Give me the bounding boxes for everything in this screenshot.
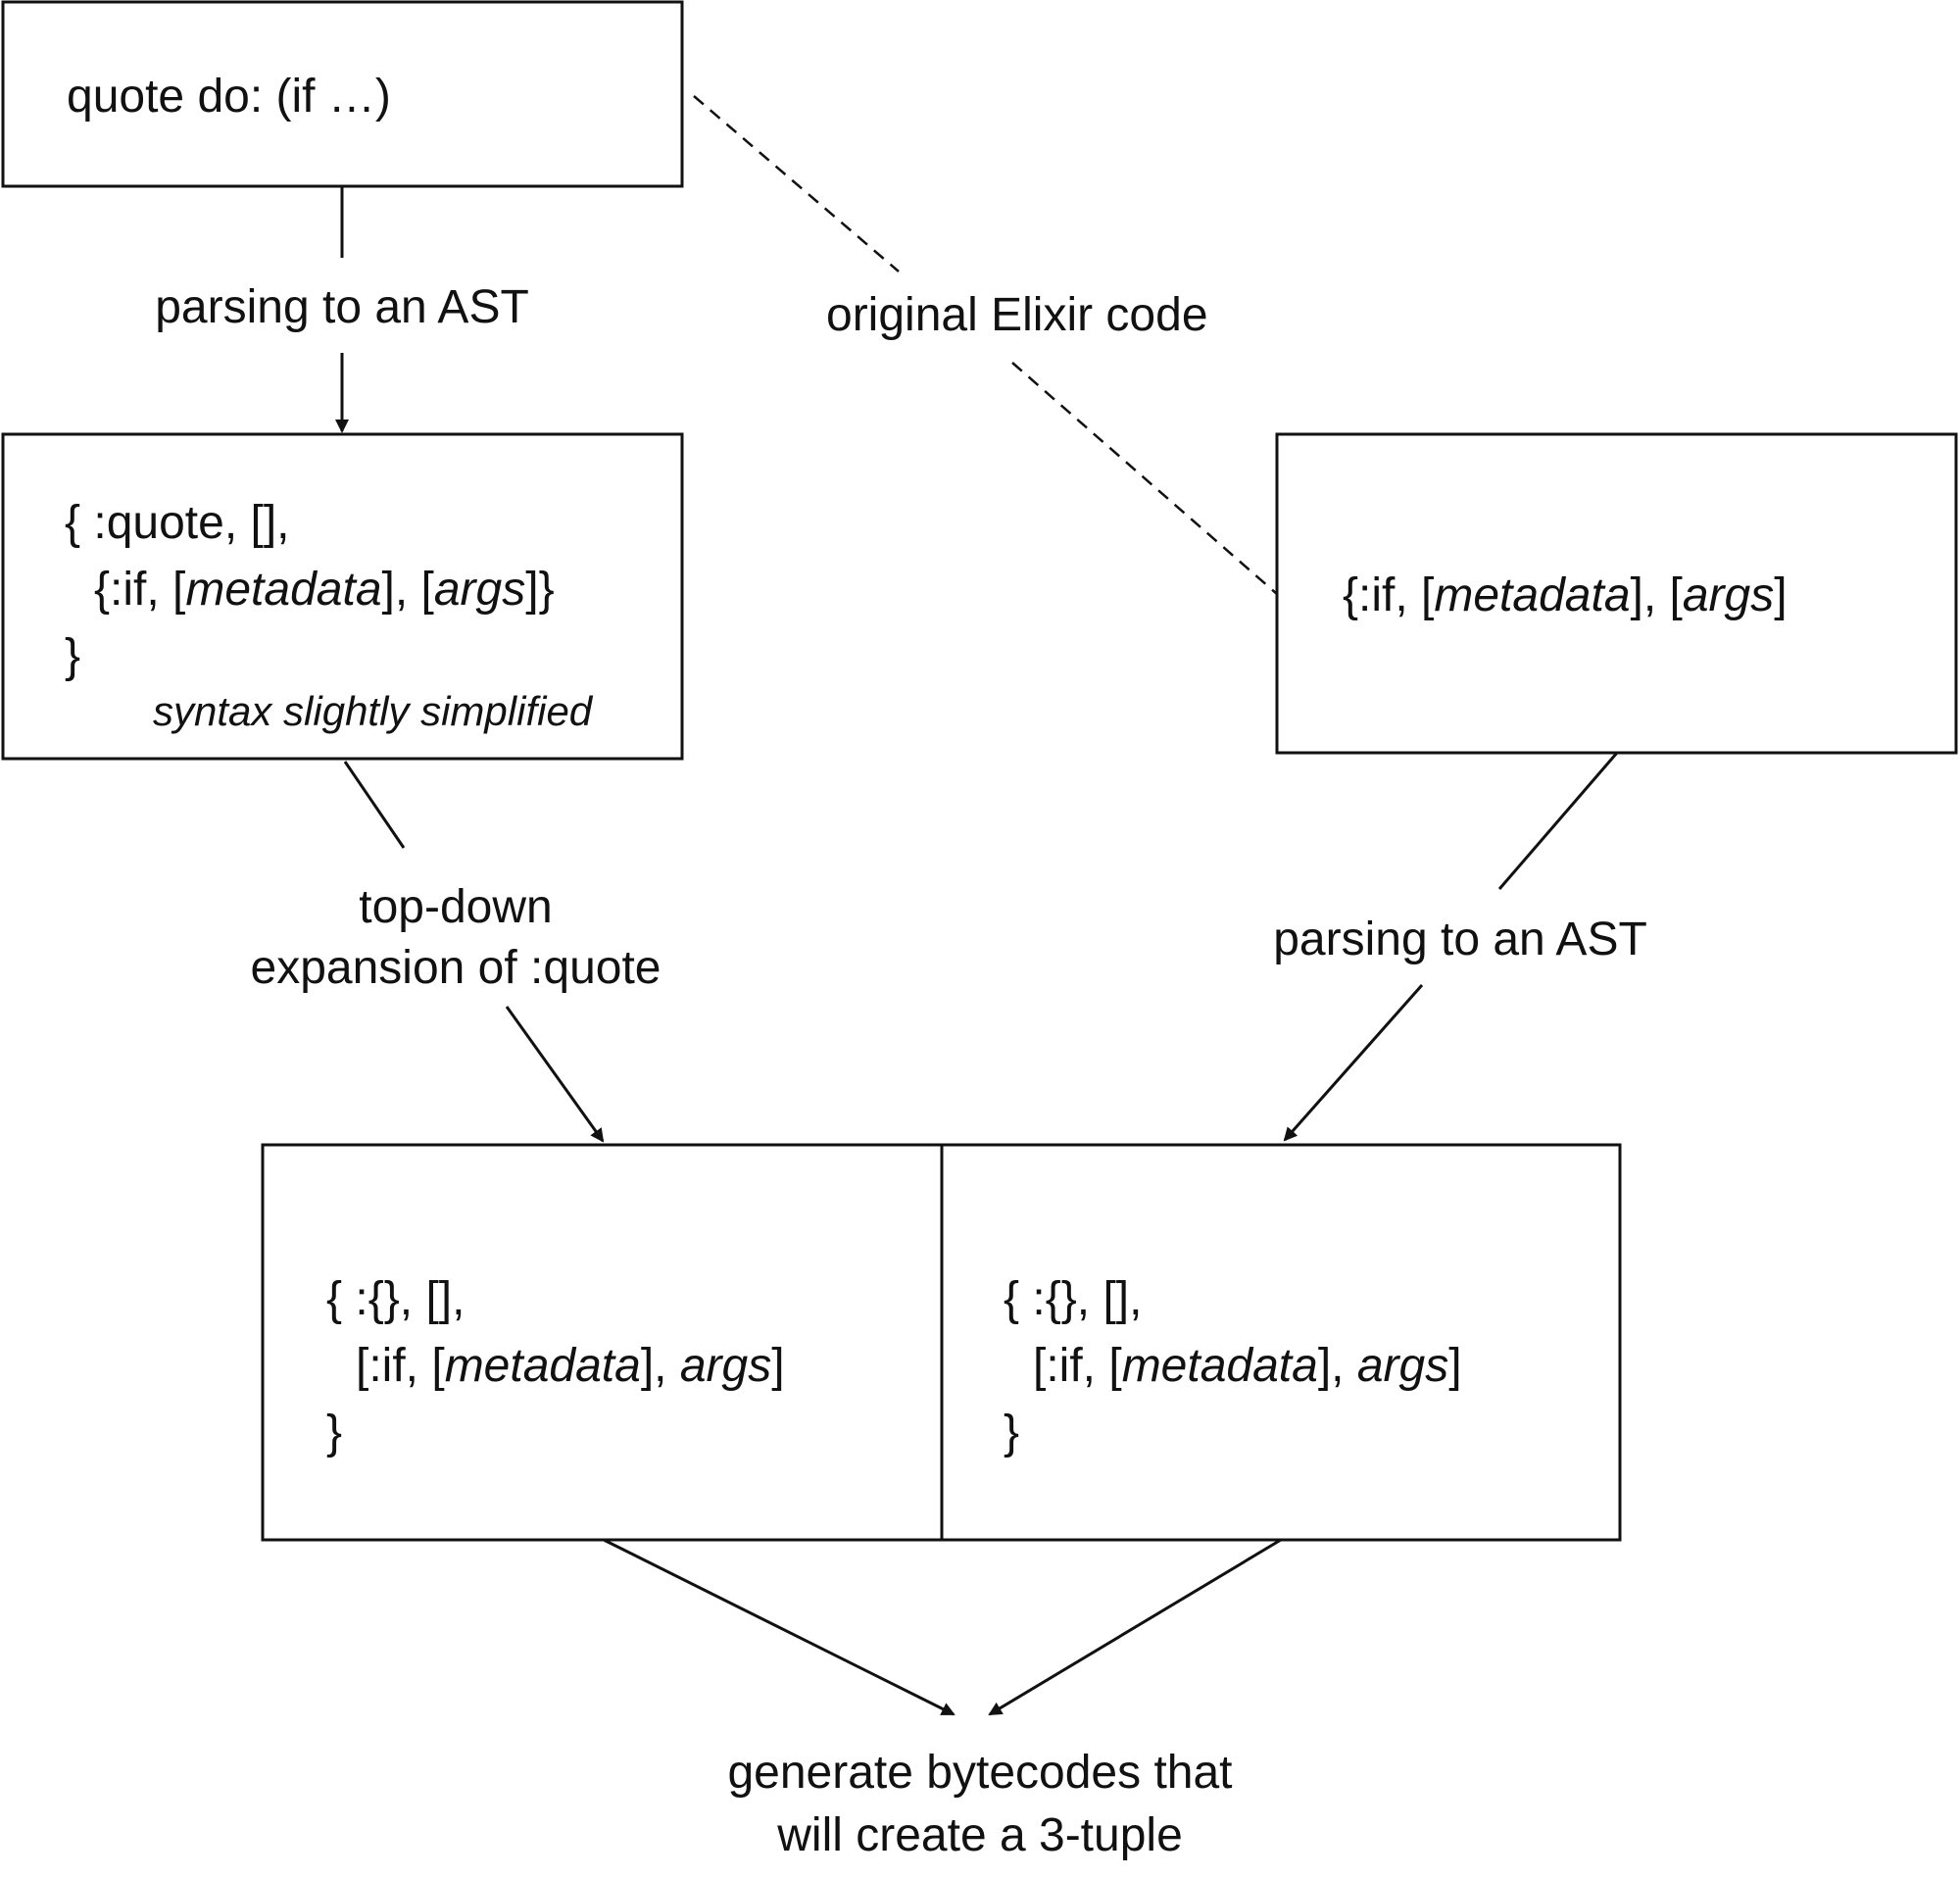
label-parsing-right: parsing to an AST [1273,914,1647,965]
result-right-line-1: { :{}, [], [1004,1273,1143,1325]
label-original-elixir-code: original Elixir code [826,289,1208,341]
quoted-ast-line-2: {:if, [metadata], [args]} [94,564,555,616]
dashed-source-to-original-label [693,95,900,272]
label-expansion-line-1: top-down [359,881,553,933]
box-quoted-ast [1,432,684,761]
label-expansion: top-down expansion of :quote [196,877,715,999]
quoted-ast-line-3: } [65,630,81,682]
arrow-expansion-to-result-left [505,1006,605,1143]
label-parsing-left: parsing to an AST [155,281,529,333]
arrow-result-right-to-generate [988,1538,1282,1716]
label-expansion-line-2: expansion of :quote [250,942,662,994]
quoted-ast-line-1: { :quote, [], [65,497,290,549]
result-left-line-2: [:if, [metadata], args] [356,1340,785,1392]
quoted-ast-note: syntax slightly simplified [153,688,593,734]
result-left-line-1: { :{}, [], [326,1273,466,1325]
result-right-line-2: [:if, [metadata], args] [1033,1340,1462,1392]
dashed-original-label-to-if-ast [1011,362,1278,595]
label-generate-bytecodes: generate bytecodes that will create a 3-t… [608,1742,1352,1867]
result-right-line-3: } [1004,1407,1020,1458]
connector-quoted-ast-to-expansion-label [343,761,406,849]
source-code-text: quote do: (if …) [67,71,391,123]
connector-if-ast-to-parse-label [1497,752,1619,890]
arrow-result-left-to-generate [603,1538,956,1716]
label-generate-line-1: generate bytecodes that [727,1747,1233,1799]
if-ast-text: {:if, [metadata], [args] [1343,569,1788,621]
arrow-parse-to-result-right [1283,984,1424,1142]
result-left-line-3: } [326,1407,343,1458]
label-generate-line-2: will create a 3-tuple [777,1809,1183,1861]
